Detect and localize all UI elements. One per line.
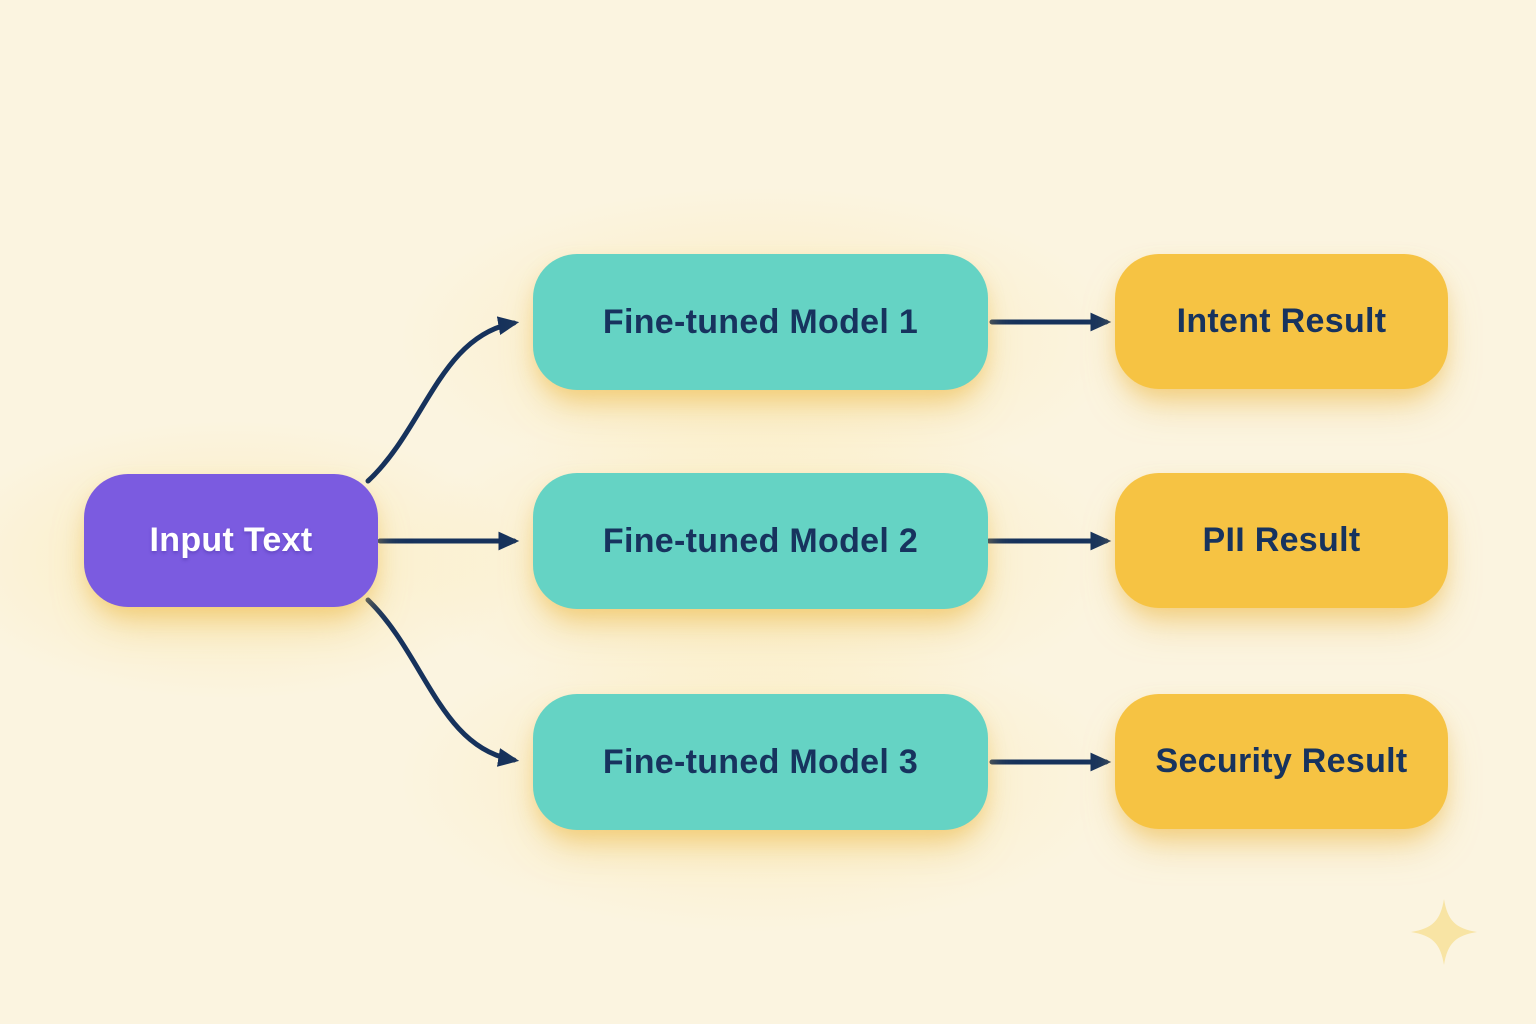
fine-tuned-model-1-node: Fine-tuned Model 1 xyxy=(533,254,988,390)
intent-result-label: Intent Result xyxy=(1176,302,1387,340)
input-text-node: Input Text xyxy=(84,474,378,607)
fine-tuned-model-3-label: Fine-tuned Model 3 xyxy=(602,742,919,781)
pii-result-label: PII Result xyxy=(1202,521,1361,559)
fine-tuned-model-1-label: Fine-tuned Model 1 xyxy=(602,302,919,341)
sparkle-icon xyxy=(1411,899,1477,965)
fine-tuned-model-3-node: Fine-tuned Model 3 xyxy=(533,694,988,830)
fine-tuned-model-2-label: Fine-tuned Model 2 xyxy=(602,521,919,560)
pii-result-node: PII Result xyxy=(1115,473,1448,608)
arrow-input-to-model-1 xyxy=(365,316,520,484)
fine-tuned-model-2-node: Fine-tuned Model 2 xyxy=(533,473,988,609)
arrow-input-to-model-3 xyxy=(365,597,520,767)
intent-result-node: Intent Result xyxy=(1115,254,1448,389)
security-result-node: Security Result xyxy=(1115,694,1448,829)
input-text-label: Input Text xyxy=(149,521,313,559)
security-result-label: Security Result xyxy=(1155,742,1408,780)
